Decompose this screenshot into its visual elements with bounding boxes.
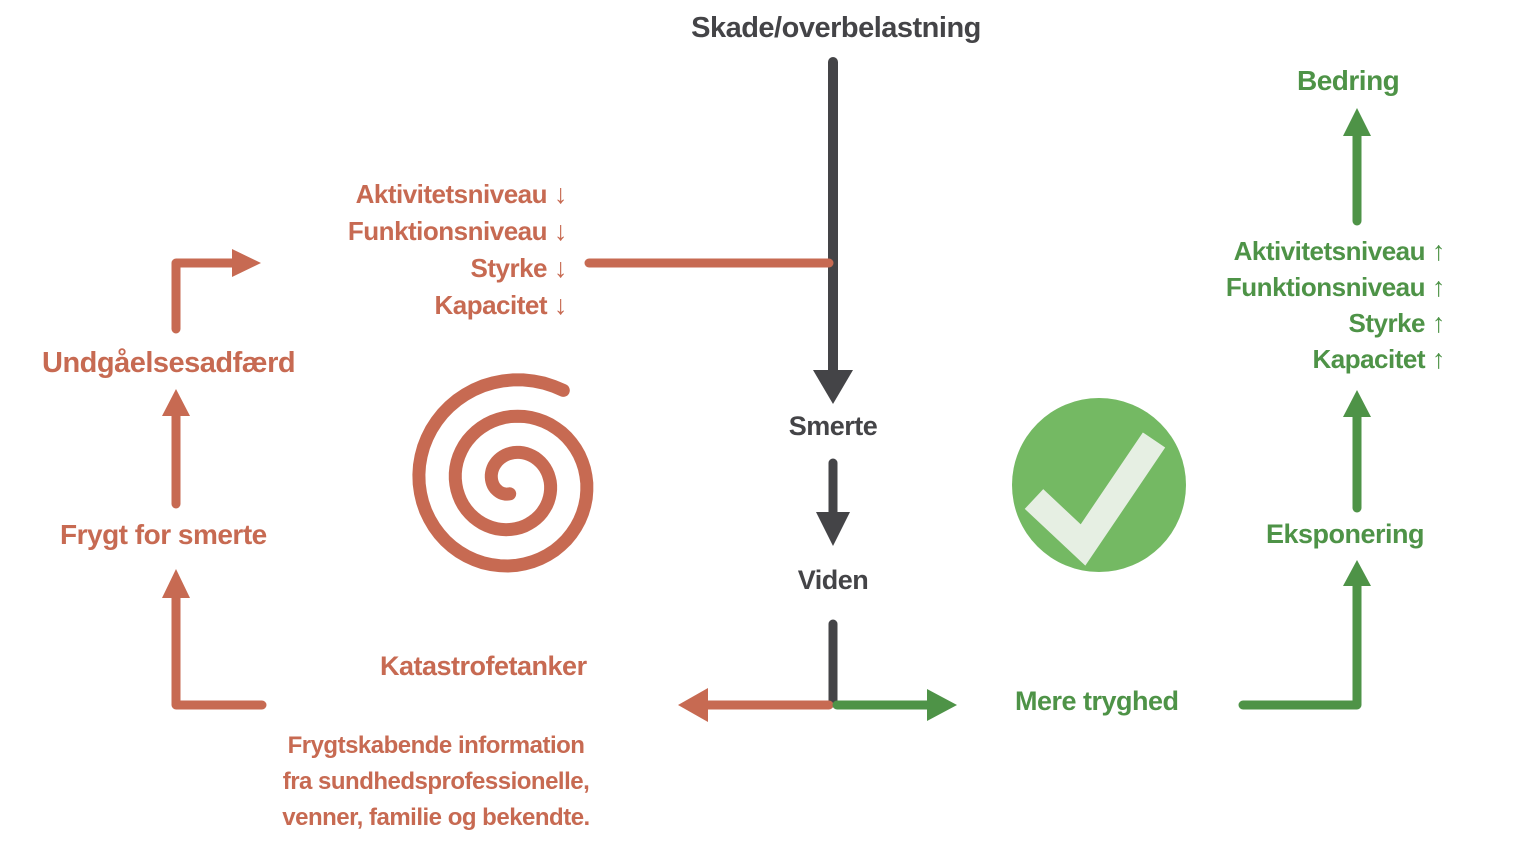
- down-arrow-icon: ↓: [554, 216, 568, 246]
- info-line: venner, familie og bekendte.: [282, 804, 590, 831]
- negative-factor-row: Styrke ↓: [471, 250, 568, 287]
- positive-factor-row: Funktionsniveau ↑: [1225, 269, 1446, 305]
- info-line: fra sundhedsprofessionelle,: [282, 768, 590, 795]
- factor-label: Funktionsniveau: [347, 216, 548, 246]
- node-recovery: Bedring: [1297, 65, 1400, 96]
- info-line: Frygtskabende information: [287, 732, 585, 759]
- center-flow-arrows: [813, 57, 853, 708]
- arrowhead-injury-to-pain: [813, 370, 853, 404]
- node-injury: Skade/overbelastning: [691, 12, 981, 44]
- node-pain: Smerte: [788, 411, 878, 441]
- check-circle-icon: [1012, 398, 1186, 572]
- node-avoidance: Undgåelsesadfærd: [42, 347, 296, 379]
- negative-factors-list: Aktivitetsniveau ↓ Funktionsniveau ↓ Sty…: [237, 176, 568, 324]
- up-arrow-icon: ↑: [1432, 343, 1446, 374]
- check-circle-background: [1012, 398, 1186, 572]
- spiral-icon: [412, 373, 594, 573]
- line-safety-to-exposure: [1238, 580, 1362, 710]
- line-avoidance-to-factors: [171, 258, 237, 334]
- arrowhead-info-to-fear: [162, 569, 190, 598]
- arrowhead-pain-to-knowledge: [816, 512, 850, 546]
- line-info-to-fear: [171, 593, 267, 710]
- check-mark: [1024, 432, 1166, 566]
- node-fear-of-pain: Frygt for smerte: [60, 519, 267, 550]
- factor-label: Kapacitet: [1312, 343, 1425, 374]
- positive-factor-row: Styrke ↑: [1349, 305, 1446, 341]
- arrowhead-safety-to-exposure: [1343, 560, 1371, 586]
- up-arrow-icon: ↑: [1432, 235, 1446, 266]
- positive-cycle-arrows: [832, 108, 1371, 721]
- arrowhead-junction-to-catastrophizing: [678, 688, 708, 722]
- up-arrow-icon: ↑: [1432, 271, 1446, 302]
- arrowhead-junction-to-safety: [927, 689, 957, 721]
- negative-factor-row: Aktivitetsniveau ↓: [355, 176, 568, 213]
- node-more-safety: Mere tryghed: [1015, 686, 1179, 716]
- factor-label: Funktionsniveau: [1225, 271, 1426, 302]
- node-knowledge: Viden: [797, 565, 869, 595]
- factor-label: Aktivitetsniveau: [355, 179, 548, 209]
- arrowhead-exposure-to-factors: [1343, 390, 1371, 417]
- node-fear-inducing-information: Frygtskabende information fra sundhedspr…: [236, 728, 636, 836]
- positive-factor-row: Aktivitetsniveau ↑: [1233, 233, 1446, 269]
- negative-factor-row: Funktionsniveau ↓: [347, 213, 568, 250]
- factor-label: Styrke: [1348, 307, 1426, 338]
- up-arrow-icon: ↑: [1432, 307, 1446, 338]
- down-arrow-icon: ↓: [554, 290, 568, 320]
- negative-factor-row: Kapacitet ↓: [434, 287, 567, 324]
- node-catastrophizing: Katastrofetanker: [380, 651, 587, 681]
- node-exposure: Eksponering: [1266, 519, 1425, 549]
- factor-label: Kapacitet: [434, 290, 547, 320]
- down-arrow-icon: ↓: [554, 179, 568, 209]
- factor-label: Styrke: [470, 253, 548, 283]
- arrowhead-fear-to-avoidance: [162, 389, 190, 416]
- arrowhead-factors-to-recovery: [1343, 108, 1371, 136]
- factor-label: Aktivitetsniveau: [1233, 235, 1426, 266]
- down-arrow-icon: ↓: [554, 253, 568, 283]
- positive-factor-row: Kapacitet ↑: [1312, 341, 1445, 377]
- positive-factors-list: Aktivitetsniveau ↑ Funktionsniveau ↑ Sty…: [1115, 233, 1446, 377]
